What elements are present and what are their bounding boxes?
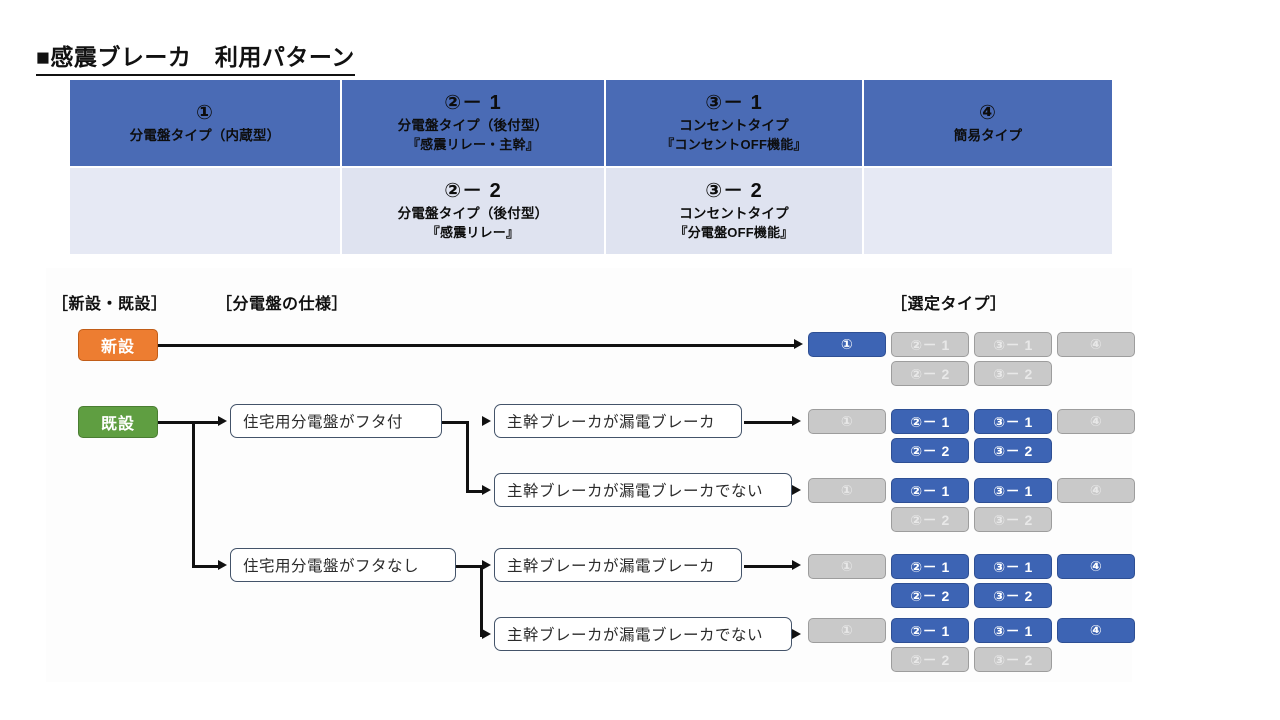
connector-result-4 [744, 565, 794, 568]
badge-type-3-1[interactable]: ③－ 1 [974, 332, 1052, 357]
table-row-secondary: ②－ 2 分電盤タイプ（後付型） 『感震リレー』 ③－ 2 コンセントタイプ 『… [68, 166, 1114, 256]
column-header-type: ［選定タイプ］ [891, 296, 1007, 313]
badge-type-2-1[interactable]: ②－ 1 [891, 409, 969, 434]
connector-existing-stem [158, 421, 194, 424]
badge-type-2-2[interactable]: ②－ 2 [891, 361, 969, 386]
table-cell-empty-left [68, 166, 342, 256]
node-elcb-no-a[interactable]: 主幹ブレーカが漏電ブレーカでない [494, 473, 792, 507]
connector-existing-vertical [192, 421, 195, 568]
type-note: 『コンセントOFF機能』 [661, 136, 807, 152]
type-code: ③－ 1 [705, 92, 763, 115]
arrow-lidno-to-elcb [482, 560, 491, 570]
badge-type-2-2[interactable]: ②－ 2 [891, 583, 969, 608]
type-name: 分電盤タイプ（後付型） [397, 206, 549, 222]
table-cell-type-1: ① 分電盤タイプ（内蔵型） [68, 78, 342, 168]
badge-type-3-2[interactable]: ③－ 2 [974, 361, 1052, 386]
badge-type-3-1[interactable]: ③－ 1 [974, 409, 1052, 434]
badge-type-1[interactable]: ① [808, 618, 886, 643]
badge-type-3-1[interactable]: ③－ 1 [974, 554, 1052, 579]
badge-type-1[interactable]: ① [808, 478, 886, 503]
column-header-spec: ［分電盤の仕様］ [216, 296, 349, 313]
table-cell-type-3-1: ③－ 1 コンセントタイプ 『コンセントOFF機能』 [604, 78, 864, 168]
arrow-result-4 [792, 560, 801, 570]
badge-type-3-1[interactable]: ③－ 1 [974, 618, 1052, 643]
connector-new-to-result [158, 344, 796, 347]
node-lid-no[interactable]: 住宅用分電盤がフタなし [230, 548, 456, 582]
node-elcb-yes-b[interactable]: 主幹ブレーカが漏電ブレーカ [494, 548, 742, 582]
badge-type-2-1[interactable]: ②－ 1 [891, 478, 969, 503]
node-elcb-yes-a[interactable]: 主幹ブレーカが漏電ブレーカ [494, 404, 742, 438]
badge-type-2-2[interactable]: ②－ 2 [891, 507, 969, 532]
badge-type-2-2[interactable]: ②－ 2 [891, 438, 969, 463]
badge-type-1[interactable]: ① [808, 409, 886, 434]
column-header-status: ［新設・既設］ [52, 296, 168, 313]
type-code: ③－ 2 [705, 180, 763, 203]
badge-type-2-1[interactable]: ②－ 1 [891, 618, 969, 643]
badge-type-2-2[interactable]: ②－ 2 [891, 647, 969, 672]
type-name: コンセントタイプ [679, 118, 789, 134]
type-note: 『感震リレー』 [426, 224, 520, 240]
connector-lidyes-stem [442, 421, 468, 424]
arrow-lidyes-to-elcb [482, 416, 491, 426]
connector-result-2 [744, 421, 794, 424]
table-cell-type-2-2: ②－ 2 分電盤タイプ（後付型） 『感震リレー』 [340, 166, 606, 256]
type-code: ②－ 1 [444, 92, 502, 115]
connector-lidyes-vertical [466, 421, 469, 491]
connector-existing-to-lid-yes [192, 421, 220, 424]
node-elcb-no-b[interactable]: 主幹ブレーカが漏電ブレーカでない [494, 617, 792, 651]
flow-panel: ［新設・既設］ ［分電盤の仕様］ ［選定タイプ］ 新設 既設 住宅用分電盤がフタ… [46, 268, 1135, 682]
arrow-new-to-result [794, 339, 803, 349]
badge-type-3-2[interactable]: ③－ 2 [974, 647, 1052, 672]
arrow-result-3 [792, 485, 801, 495]
type-name: 分電盤タイプ（内蔵型） [129, 127, 281, 143]
badge-type-4[interactable]: ④ [1057, 409, 1135, 434]
node-lid-yes[interactable]: 住宅用分電盤がフタ付 [230, 404, 442, 438]
type-note: 『分電盤OFF機能』 [674, 224, 794, 240]
table-cell-type-2-1: ②－ 1 分電盤タイプ（後付型） 『感震リレー・主幹』 [340, 78, 606, 168]
arrow-result-5 [792, 629, 801, 639]
table-cell-empty-right [862, 166, 1114, 256]
connector-existing-to-lid-no [192, 565, 220, 568]
connector-lidyes-to-noelcb [466, 490, 484, 493]
type-code: ④ [979, 101, 997, 124]
badge-type-2-1[interactable]: ②－ 1 [891, 332, 969, 357]
table-row-primary: ① 分電盤タイプ（内蔵型） ②－ 1 分電盤タイプ（後付型） 『感震リレー・主幹… [68, 78, 1114, 168]
badge-type-3-1[interactable]: ③－ 1 [974, 478, 1052, 503]
badge-type-4[interactable]: ④ [1057, 478, 1135, 503]
badge-type-1[interactable]: ① [808, 332, 886, 357]
badge-type-4[interactable]: ④ [1057, 332, 1135, 357]
type-name: 簡易タイプ [953, 127, 1023, 143]
type-code: ① [196, 101, 214, 124]
badge-type-3-2[interactable]: ③－ 2 [974, 438, 1052, 463]
badge-type-4[interactable]: ④ [1057, 554, 1135, 579]
arrow-result-2 [792, 416, 801, 426]
page-title: ■感震ブレーカ 利用パターン [36, 38, 355, 76]
arrow-to-lid-no [218, 560, 227, 570]
arrow-lidno-to-noelcb [482, 629, 491, 639]
arrow-to-lid-yes [218, 416, 227, 426]
badge-type-2-1[interactable]: ②－ 1 [891, 554, 969, 579]
type-code: ②－ 2 [444, 180, 502, 203]
node-new-construction[interactable]: 新設 [78, 329, 158, 361]
connector-lidno-stem [456, 565, 482, 568]
table-cell-type-3-2: ③－ 2 コンセントタイプ 『分電盤OFF機能』 [604, 166, 864, 256]
pattern-table: ① 分電盤タイプ（内蔵型） ②－ 1 分電盤タイプ（後付型） 『感震リレー・主幹… [68, 78, 1114, 256]
badge-type-4[interactable]: ④ [1057, 618, 1135, 643]
arrow-lidyes-to-noelcb [482, 485, 491, 495]
type-note: 『感震リレー・主幹』 [406, 136, 539, 152]
connector-lidno-vertical [480, 565, 483, 635]
badge-type-3-2[interactable]: ③－ 2 [974, 583, 1052, 608]
table-cell-type-4: ④ 簡易タイプ [862, 78, 1114, 168]
badge-type-1[interactable]: ① [808, 554, 886, 579]
badge-type-3-2[interactable]: ③－ 2 [974, 507, 1052, 532]
type-name: コンセントタイプ [679, 206, 789, 222]
type-name: 分電盤タイプ（後付型） [397, 118, 549, 134]
node-existing-construction[interactable]: 既設 [78, 406, 158, 438]
